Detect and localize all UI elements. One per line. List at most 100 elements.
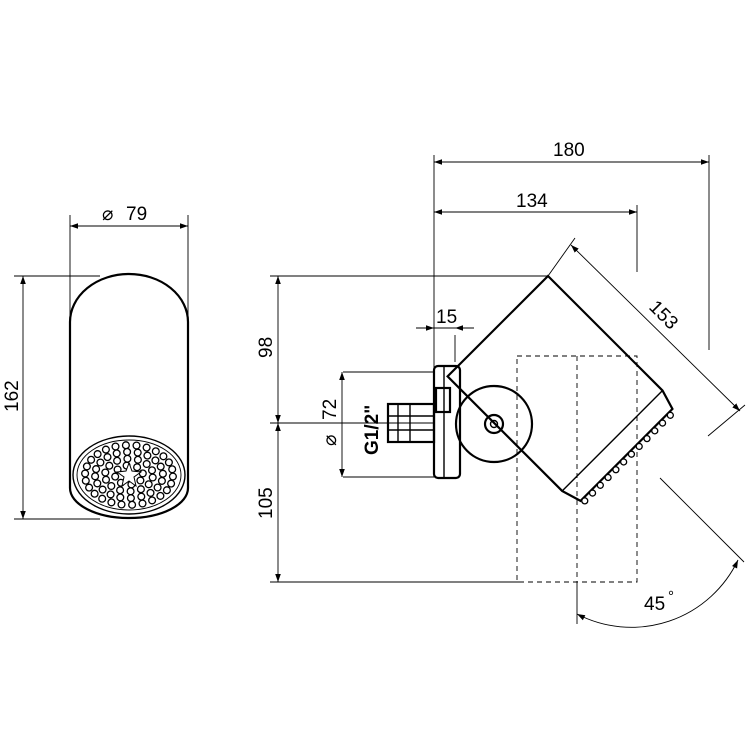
nozzle-hole xyxy=(126,494,135,503)
pipe-connector xyxy=(386,402,436,444)
nozzle-hole xyxy=(159,452,168,461)
dim-plate-diameter-symbol: ⌀ xyxy=(320,435,341,446)
head-nozzle xyxy=(627,450,636,458)
front-cylinder-outline xyxy=(68,272,190,520)
dim-wall-plate-depth: 15 xyxy=(436,307,457,328)
nozzle-hole xyxy=(167,479,176,488)
nozzle-hole xyxy=(168,465,177,474)
nozzle-hole xyxy=(168,472,177,481)
nozzle-hole xyxy=(87,455,96,464)
shower-head xyxy=(446,274,674,505)
nozzle-hole xyxy=(113,456,122,465)
head-nozzle xyxy=(666,411,674,419)
nozzle-hole xyxy=(136,476,145,485)
dim-head-length: 153 xyxy=(644,297,681,334)
nozzle-hole xyxy=(128,500,137,509)
nozzle-face xyxy=(72,435,186,515)
nozzle-hole xyxy=(126,487,135,496)
dim-front-diameter-symbol: ⌀ xyxy=(102,204,113,225)
nozzle-hole xyxy=(93,479,102,488)
nozzle-hole xyxy=(157,476,166,485)
nozzle-hole xyxy=(153,483,162,492)
nozzle-hole xyxy=(147,466,157,475)
nozzle-hole xyxy=(81,476,90,485)
nozzle-hole xyxy=(117,500,126,509)
nozzle-hole xyxy=(107,481,116,491)
nozzle-hole xyxy=(156,491,165,500)
nozzle-hole xyxy=(98,485,107,494)
nozzle-hole xyxy=(123,447,132,456)
head-nozzle xyxy=(635,442,643,451)
head-nozzle xyxy=(643,434,651,443)
nozzle-hole xyxy=(123,454,132,463)
front-view: ⌀ 79 162 xyxy=(2,204,190,520)
nozzle-hole xyxy=(132,441,141,450)
nozzle-hole xyxy=(98,494,107,503)
head-nozzle xyxy=(651,427,659,435)
nozzle-center-star-icon xyxy=(115,461,143,488)
nozzle-hole xyxy=(107,498,116,507)
head-nozzle xyxy=(581,497,589,505)
head-nozzle xyxy=(588,489,597,497)
head-nozzle xyxy=(604,473,612,482)
nozzle-hole xyxy=(143,451,152,460)
nozzle-hole xyxy=(116,493,125,502)
dim-tilt-angle: 45 xyxy=(644,594,665,615)
nozzle-hole xyxy=(91,472,100,481)
nozzle-hole xyxy=(106,490,115,499)
nozzle-hole xyxy=(121,441,130,450)
nozzle-hole xyxy=(101,468,110,477)
dim-pivot-depth: 134 xyxy=(516,191,548,212)
head-nozzle xyxy=(620,458,628,466)
head-nozzle xyxy=(658,419,667,427)
nozzle-hole xyxy=(148,473,157,482)
nozzle-hole xyxy=(133,455,142,464)
nozzle-hole xyxy=(85,483,94,492)
head-nozzle xyxy=(596,481,604,489)
nozzle-hole xyxy=(105,461,114,470)
nozzle-hole xyxy=(151,447,160,456)
nozzle-hole xyxy=(136,485,145,494)
nozzle-hole xyxy=(93,450,102,459)
nozzle-hole xyxy=(112,449,121,458)
dim-upper-height: 98 xyxy=(256,337,277,358)
nozzle-hole xyxy=(144,480,153,489)
nozzle-hole xyxy=(116,486,125,495)
nozzle-hole xyxy=(138,469,147,478)
swivel-joint xyxy=(454,384,534,464)
dim-plate-diameter: 72 xyxy=(320,399,341,420)
dim-total-depth: 180 xyxy=(553,140,585,161)
nozzle-hole xyxy=(90,489,99,498)
nozzle-hole xyxy=(158,469,167,478)
nozzle-hole xyxy=(146,488,155,497)
swivel-bolt xyxy=(483,413,505,435)
nozzle-hole xyxy=(138,499,147,508)
nozzle-hole xyxy=(133,448,142,457)
dim-front-height: 162 xyxy=(2,380,23,412)
nozzle-hole xyxy=(148,496,157,505)
nozzle-hole xyxy=(164,458,173,467)
nozzle-hole xyxy=(92,465,101,474)
nozzle-face-inner xyxy=(76,439,182,511)
nozzle-hole xyxy=(151,456,160,465)
dim-tilt-degree: ° xyxy=(668,588,674,605)
dim-lower-height: 105 xyxy=(256,487,277,519)
nozzle-hole xyxy=(156,462,165,471)
nozzle-hole xyxy=(101,445,110,454)
nozzle-hole xyxy=(142,459,151,469)
nozzle-hole xyxy=(137,492,146,501)
nozzle-hole xyxy=(133,463,142,472)
side-view: 180 134 15 98 105 ⌀ 72 G1/2" 45 ° xyxy=(256,140,746,628)
nozzle-hole xyxy=(142,443,151,452)
head-nozzle-strip xyxy=(581,411,674,505)
nozzle-hole xyxy=(103,453,112,462)
nozzle-hole xyxy=(111,472,120,481)
nozzle-hole xyxy=(81,469,90,478)
nozzle-hole xyxy=(162,486,171,495)
nozzle-holes xyxy=(81,441,177,509)
thread-label: G1/2" xyxy=(362,405,383,455)
nozzle-hole xyxy=(96,458,105,467)
nozzle-hole xyxy=(101,475,111,484)
